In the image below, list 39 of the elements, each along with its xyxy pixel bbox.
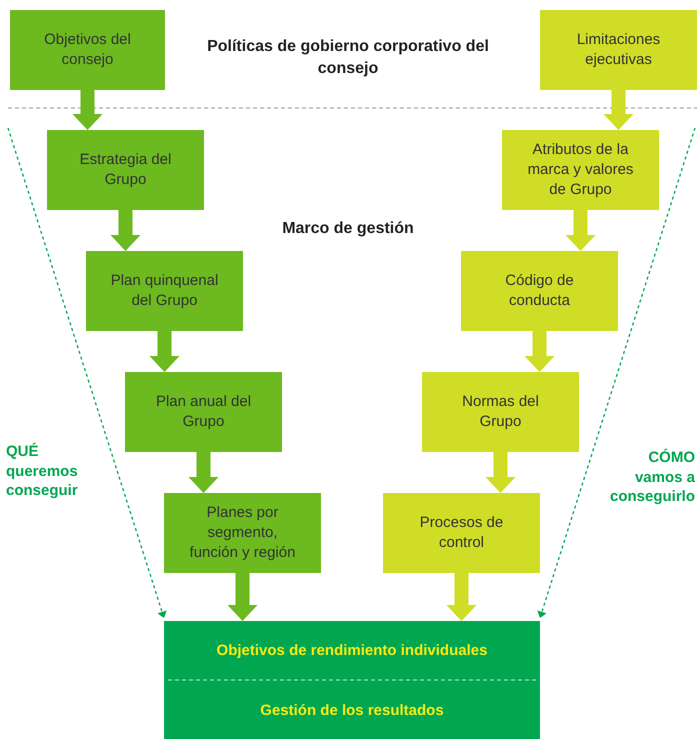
dashed-arrow bbox=[537, 128, 696, 618]
block-arrow bbox=[566, 210, 596, 251]
process-box bbox=[125, 372, 282, 452]
box-text: Limitaciones ejecutivas bbox=[576, 30, 662, 70]
heading-text: Marco de gestión bbox=[281, 219, 415, 239]
block-arrow bbox=[188, 452, 218, 493]
block-arrow bbox=[228, 573, 258, 621]
heading-text: Políticas de gobierno corporativo del consejo bbox=[206, 37, 490, 79]
process-box bbox=[86, 251, 243, 331]
edge-label: CÓMO vamos a conseguirlo bbox=[608, 448, 695, 506]
block-arrow bbox=[150, 331, 180, 372]
edge-label: QUÉ queremos conseguir bbox=[6, 442, 79, 500]
box-text: Código de conducta bbox=[504, 270, 575, 311]
box-text: Objetivos del consejo bbox=[43, 30, 132, 70]
process-box bbox=[461, 251, 618, 331]
block-arrow bbox=[604, 90, 634, 130]
process-box bbox=[164, 493, 321, 573]
process-box bbox=[47, 130, 204, 210]
block-arrow bbox=[110, 210, 140, 251]
box-text: Normas del Grupo bbox=[461, 392, 540, 432]
block-arrow bbox=[446, 573, 476, 621]
block-arrow bbox=[524, 331, 554, 372]
block-arrow bbox=[72, 90, 102, 130]
box-text: Plan anual del Grupo bbox=[154, 392, 252, 432]
result-box bbox=[164, 621, 540, 739]
box-text: Planes por segmento, función y región bbox=[188, 502, 296, 564]
box-text: Atributos de la marca y valores de Grupo bbox=[526, 140, 634, 200]
box-text: Gestión de los resultados bbox=[260, 702, 444, 718]
box-text: Estrategia del Grupo bbox=[78, 150, 172, 190]
box-text: Objetivos de rendimiento individuales bbox=[216, 642, 488, 658]
process-box bbox=[383, 493, 540, 573]
process-box bbox=[540, 10, 697, 90]
process-box bbox=[422, 372, 579, 452]
box-text: Plan quinquenal del Grupo bbox=[110, 270, 220, 311]
process-box bbox=[502, 130, 659, 210]
process-box bbox=[10, 10, 165, 90]
block-arrow bbox=[486, 452, 516, 493]
dashed-arrow bbox=[7, 128, 167, 618]
box-text: Procesos de control bbox=[418, 512, 504, 553]
